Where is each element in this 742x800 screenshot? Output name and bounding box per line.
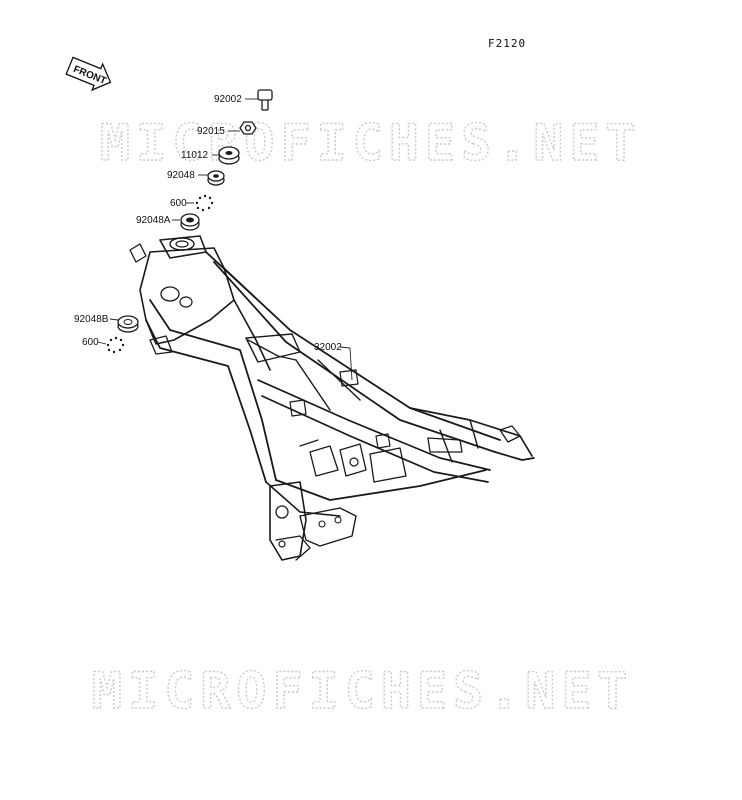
part-92048a-race-icon <box>180 213 200 231</box>
figure-code: F2120 <box>488 37 526 50</box>
front-arrow-icon: FRONT <box>65 56 112 92</box>
watermark-bottom: MICROFICHES.NET <box>92 662 634 720</box>
part-label-600-top: 600 <box>170 198 187 209</box>
part-label-92048b: 92048B <box>74 314 109 325</box>
part-92015-nut-icon <box>239 121 257 135</box>
part-label-600-bottom: 600 <box>82 337 99 348</box>
part-600-balls-bottom-icon <box>106 336 125 354</box>
watermark-top: MICROFICHES.NET <box>100 114 642 172</box>
leader-lines <box>97 98 353 381</box>
part-92048b-race-icon <box>117 315 139 333</box>
part-label-92002: 92002 <box>214 94 242 105</box>
frame-32002-drawing <box>129 235 535 561</box>
part-label-32002: 32002 <box>314 342 342 353</box>
part-92048-washer-icon <box>207 170 225 186</box>
part-label-92048: 92048 <box>167 170 195 181</box>
part-92002-bolt-icon <box>257 89 273 111</box>
part-600-balls-top-icon <box>195 194 214 212</box>
part-label-92015: 92015 <box>197 126 225 137</box>
part-11012-spacer-icon <box>218 146 240 165</box>
part-label-92048a: 92048A <box>136 215 171 226</box>
part-label-11012: 11012 <box>181 150 209 161</box>
